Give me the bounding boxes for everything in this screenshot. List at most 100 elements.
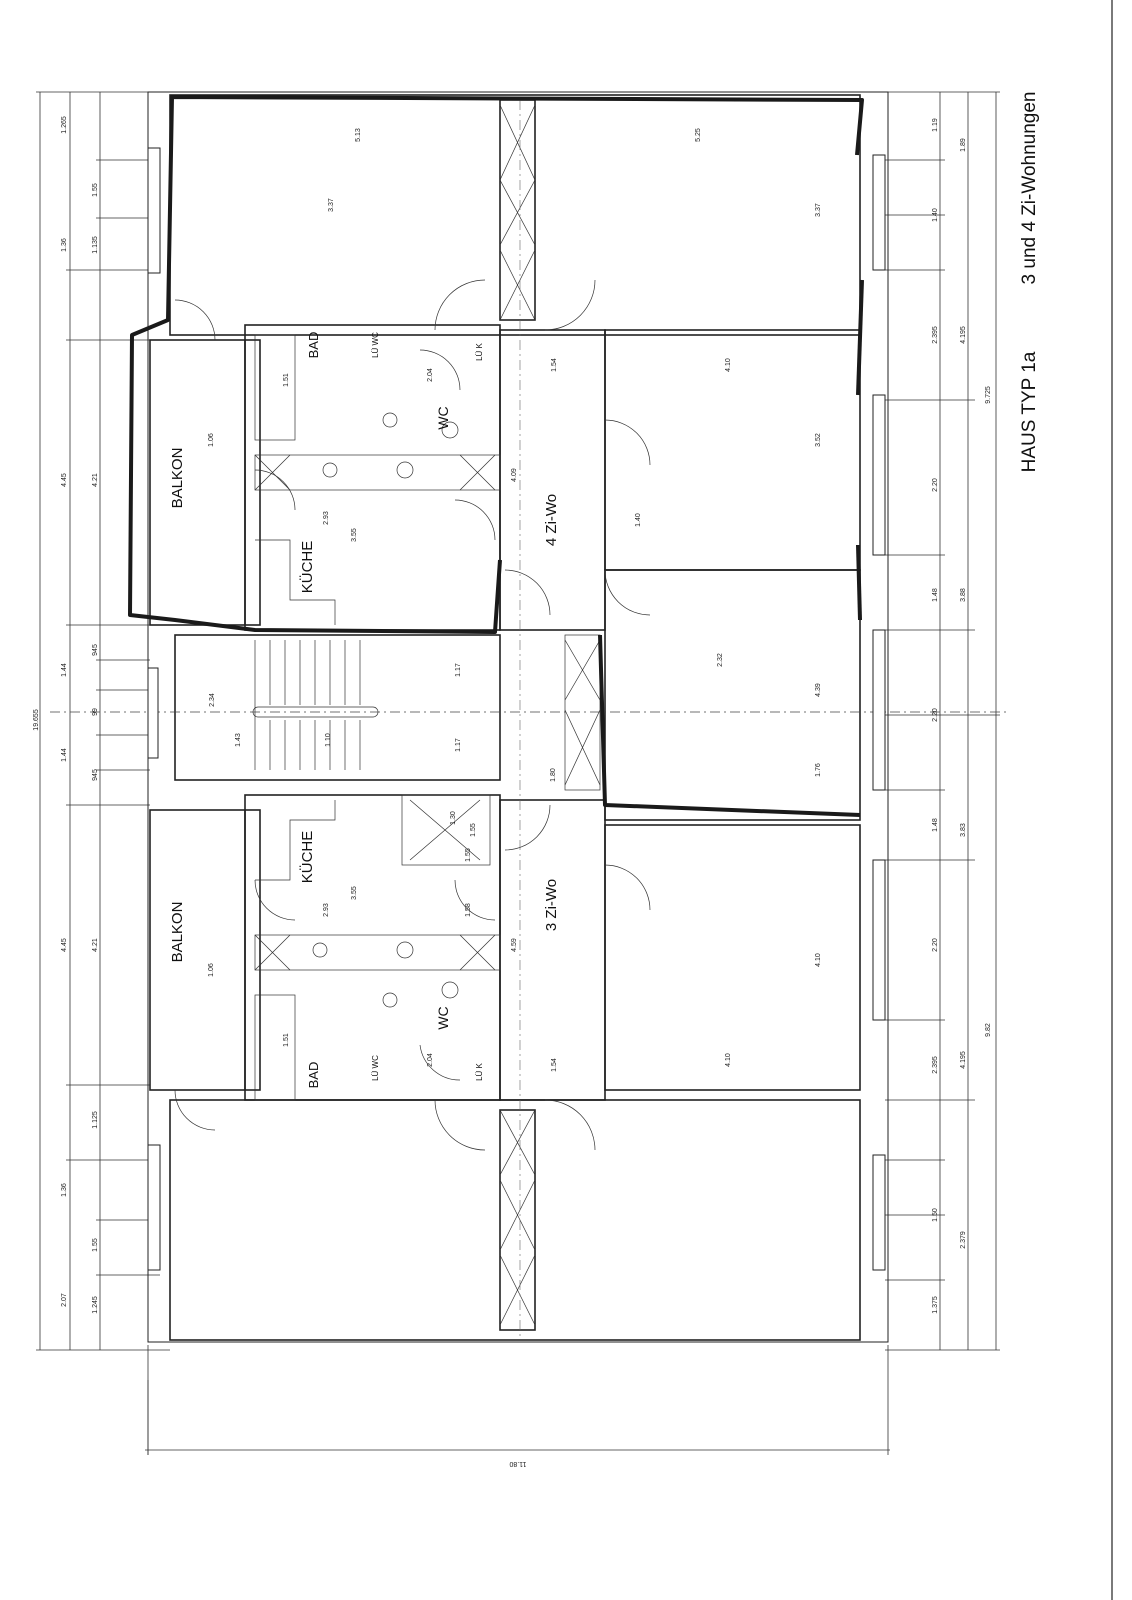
right-dim-2: 1.40 [932, 208, 939, 222]
left-dim-5: 4.21 [92, 473, 99, 487]
left-dim-16: 2.07 [61, 1293, 68, 1307]
door-swings [174, 279, 651, 1151]
right-dimension-chain [885, 91, 1000, 1351]
left-dim-8: 99 [92, 708, 99, 716]
window-marks [147, 147, 886, 1271]
left-dim-0: 1.265 [61, 116, 68, 134]
room-dim-12: 4.10 [725, 1053, 732, 1067]
room-dim-6: 4.39 [815, 683, 822, 697]
room-dim-4: 3.52 [815, 433, 822, 447]
bad-top-label: BAD [306, 332, 321, 359]
right-dim-11: 1.48 [932, 818, 939, 832]
right-dim-7: 1.48 [932, 588, 939, 602]
room-dim-30: 1.51 [283, 1033, 290, 1047]
left-dim-11: 4.45 [61, 938, 68, 952]
left-dim-17: 1.245 [92, 1296, 99, 1314]
right-dim-15: 9.82 [985, 1023, 992, 1037]
bottom-total-dimension: 11.80 [509, 1460, 526, 1467]
room-dim-0: 3.37 [328, 198, 335, 212]
left-total-dimension: 19.655 [33, 709, 40, 731]
bad-bottom-label: BAD [306, 1062, 321, 1089]
lwc-bottom-label: LÜ WC [371, 1055, 380, 1081]
room-dim-8: 2.93 [323, 511, 330, 525]
room-dim-3: 3.37 [815, 203, 822, 217]
room-dim-23: 1.43 [235, 733, 242, 747]
room-dim-27: 2.04 [427, 368, 434, 382]
room-dim-14: 1.76 [815, 763, 822, 777]
balkon-top-label: BALKON [169, 448, 186, 509]
room-dim-22: 2.34 [209, 693, 216, 707]
room-dim-17: 2.93 [323, 903, 330, 917]
left-dim-15: 1.55 [92, 1238, 99, 1252]
left-dim-10: 945 [92, 769, 99, 781]
left-dim-4: 4.45 [61, 473, 68, 487]
right-dim-12: 2.20 [932, 938, 939, 952]
room-dim-21: 1.40 [635, 513, 642, 527]
left-dim-13: 1.36 [61, 1183, 68, 1197]
right-dim-0: 1.19 [932, 118, 939, 132]
right-dim-5: 2.20 [932, 478, 939, 492]
right-dim-14: 2.395 [932, 1056, 939, 1074]
stair-treads [252, 640, 379, 770]
shaft-cross-marks [401, 104, 601, 1326]
right-dim-17: 2.379 [960, 1231, 967, 1249]
left-dim-14: 1.125 [92, 1111, 99, 1129]
left-dim-2: 1.36 [61, 238, 68, 252]
right-dim-1: 1.89 [960, 138, 967, 152]
left-dim-3: 1.135 [92, 236, 99, 254]
left-dim-6: 1.44 [61, 663, 68, 677]
lwc-top-label: LÜ WC [371, 332, 380, 358]
right-dim-4: 4.195 [960, 326, 967, 344]
room-dim-18: 4.59 [511, 938, 518, 952]
lk-bottom-label: LÜ K [475, 1062, 484, 1080]
room-dim-7: 3.55 [351, 528, 358, 542]
kitchen-bath-fixtures [254, 334, 501, 1101]
wc-top-label: WC [435, 406, 451, 429]
room-dim-10: 1.17 [455, 738, 462, 752]
bottom-dimension-line [145, 1345, 890, 1455]
left-dimension-chain [36, 91, 170, 1351]
haus-typ-title: HAUS TYP 1a [1019, 351, 1040, 472]
room-dim-9: 1.17 [455, 663, 462, 677]
room-dim-1: 5.13 [355, 128, 362, 142]
4zi-wo-label: 4 Zi-Wo [543, 494, 560, 546]
kueche-top-label: KÜCHE [298, 541, 316, 594]
room-dim-35: 1.80 [550, 768, 557, 782]
room-dim-33: 1.58 [465, 903, 472, 917]
room-dim-26: 1.55 [465, 848, 472, 862]
room-dim-24: 1.10 [325, 733, 332, 747]
room-dim-11: 4.09 [511, 468, 518, 482]
left-dim-1: 1.55 [92, 183, 99, 197]
room-dim-2: 5.25 [695, 128, 702, 142]
room-dim-5: 4.10 [725, 358, 732, 372]
balkon-bottom-label: BALKON [169, 902, 186, 963]
wohnungen-title: 3 und 4 Zi-Wohnungen [1019, 92, 1040, 285]
room-dim-20: 1.54 [551, 1058, 558, 1072]
room-dim-15: 4.10 [815, 953, 822, 967]
left-dim-12: 4.21 [92, 938, 99, 952]
right-dim-10: 3.83 [960, 823, 967, 837]
room-dim-34: 1.30 [450, 811, 457, 825]
room-dim-19: 1.54 [551, 358, 558, 372]
room-dimension-labels: 3.37 5.13 5.25 3.37 3.52 4.10 4.39 3.55 2.93 1.17… [208, 128, 822, 1072]
room-dim-28: 2.04 [427, 1053, 434, 1067]
3zi-wo-label: 3 Zi-Wo [543, 879, 560, 931]
right-dim-8: 3.88 [960, 588, 967, 602]
right-dim-9: 2.20 [932, 708, 939, 722]
room-dim-16: 3.55 [351, 886, 358, 900]
room-dim-31: 1.06 [208, 433, 215, 447]
room-labels: BALKON BALKON KÜCHE KÜCHE BAD BAD WC WC … [169, 332, 560, 1089]
room-dim-29: 1.51 [283, 373, 290, 387]
highlight-outline-4zi [128, 95, 864, 817]
right-dim-18: 1.375 [932, 1296, 939, 1314]
left-dim-9: 1.44 [61, 748, 68, 762]
room-dim-13: 2.32 [717, 653, 724, 667]
lk-top-label: LÜ K [475, 342, 484, 360]
kueche-bottom-label: KÜCHE [298, 831, 316, 884]
room-dim-25: 1.55 [470, 823, 477, 837]
right-dim-3: 2.395 [932, 326, 939, 344]
room-dim-32: 1.06 [208, 963, 215, 977]
